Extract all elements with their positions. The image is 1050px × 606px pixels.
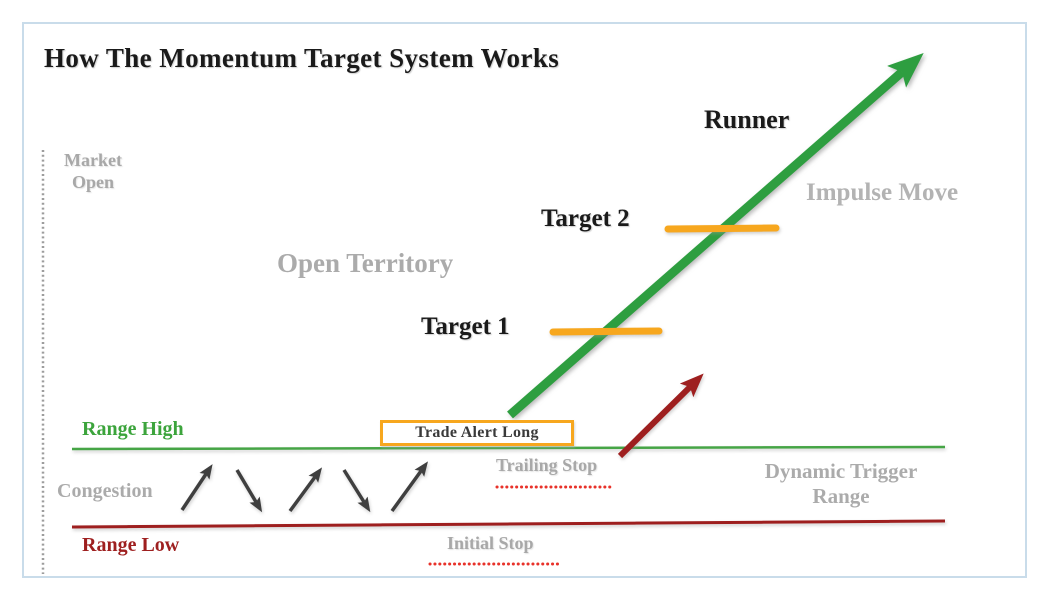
initial-stop-label: Initial Stop <box>447 533 534 553</box>
range-low-label: Range Low <box>82 534 180 556</box>
trailing-stop-label: Trailing Stop <box>496 455 598 475</box>
congestion-label: Congestion <box>57 480 153 502</box>
target-2-label: Target 2 <box>541 205 630 232</box>
market-open-label: Market Open <box>64 150 122 192</box>
open-territory-label: Open Territory <box>277 248 454 278</box>
impulse-move-label: Impulse Move <box>806 179 959 206</box>
trade-alert-long-label: Trade Alert Long <box>415 424 539 441</box>
target-1-label: Target 1 <box>421 313 510 340</box>
runner-label: Runner <box>704 105 790 134</box>
dynamic-trigger-range-label: Dynamic Trigger Range <box>764 459 918 509</box>
trade-alert-long-box: Trade Alert Long <box>380 420 574 446</box>
range-high-label: Range High <box>82 418 184 440</box>
diagram-title: How The Momentum Target System Works <box>44 43 560 73</box>
